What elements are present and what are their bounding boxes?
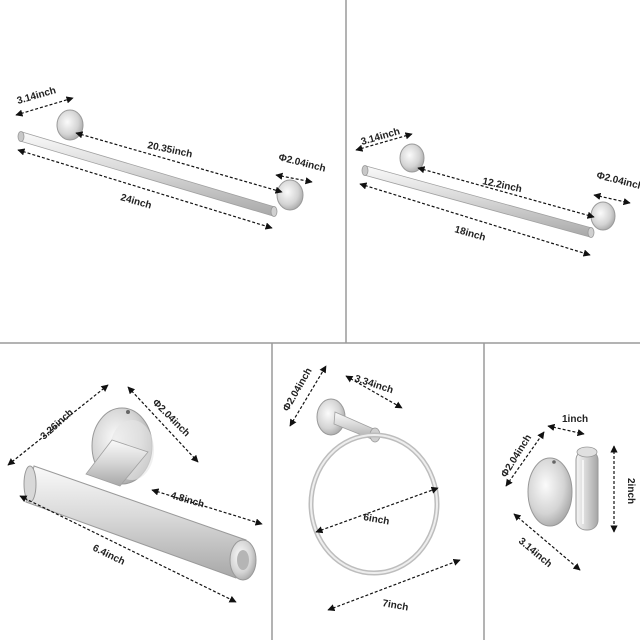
panel-towel-bar-24: 3.14inch 20.35inch Φ2.04inch 24inch bbox=[15, 85, 327, 230]
towel-ring-arm-length-label: 3.34inch bbox=[353, 373, 394, 396]
towel-bar-18-inner-length-label: 12.2inch bbox=[481, 176, 522, 195]
paper-holder-total-length-label: 6.4inch bbox=[91, 543, 127, 568]
robe-hook-width-label: 1inch bbox=[562, 414, 588, 425]
panel-paper-holder: 3.26inch Φ2.04inch 4.8inch 6.4inch bbox=[7, 384, 263, 603]
towel-bar-24-mount-width-label: 3.14inch bbox=[16, 85, 58, 107]
towel-bar-18-total-length-label: 18inch bbox=[453, 224, 486, 243]
paper-holder-mount-width-label: 3.26inch bbox=[39, 407, 76, 442]
robe-hook-illustration bbox=[527, 446, 599, 531]
towel-ring-total-width-label: 7inch bbox=[381, 598, 409, 613]
towel-bar-24-illustration bbox=[17, 109, 304, 217]
towel-bar-24-diameter-label: Φ2.04inch bbox=[277, 152, 326, 174]
towel-ring-diameter-label: Φ2.04inch bbox=[281, 366, 315, 413]
towel-bar-24-total-length-label: 24inch bbox=[119, 192, 152, 211]
paper-holder-illustration bbox=[23, 407, 257, 581]
towel-ring-illustration bbox=[308, 398, 440, 576]
paper-holder-dimensions bbox=[7, 384, 263, 603]
towel-ring-inner-diameter-label: 6inch bbox=[362, 512, 390, 527]
towel-bar-18-mount-width-label: 3.14inch bbox=[360, 126, 402, 148]
towel-bar-24-inner-length-label: 20.35inch bbox=[146, 140, 193, 160]
towel-bar-18-illustration bbox=[361, 143, 616, 238]
towel-bar-18-dimensions bbox=[355, 132, 631, 257]
towel-bar-18-diameter-label: Φ2.04inch bbox=[595, 170, 640, 192]
panel-towel-ring: Φ2.04inch 3.34inch 6inch 7inch bbox=[281, 365, 461, 613]
robe-hook-dimensions bbox=[505, 423, 618, 571]
towel-bar-24-dimensions bbox=[15, 96, 313, 230]
paper-holder-arm-length-label: 4.8inch bbox=[169, 490, 205, 510]
panel-robe-hook: Φ2.04inch 1inch 2inch 3.14inch bbox=[499, 414, 636, 571]
towel-ring-dimensions bbox=[289, 365, 461, 612]
robe-hook-height-label: 2inch bbox=[625, 478, 636, 504]
panel-towel-bar-18: 3.14inch 12.2inch Φ2.04inch 18inch bbox=[355, 126, 640, 257]
robe-hook-diameter-label: Φ2.04inch bbox=[499, 433, 534, 480]
robe-hook-mount-width-label: 3.14inch bbox=[516, 536, 554, 570]
